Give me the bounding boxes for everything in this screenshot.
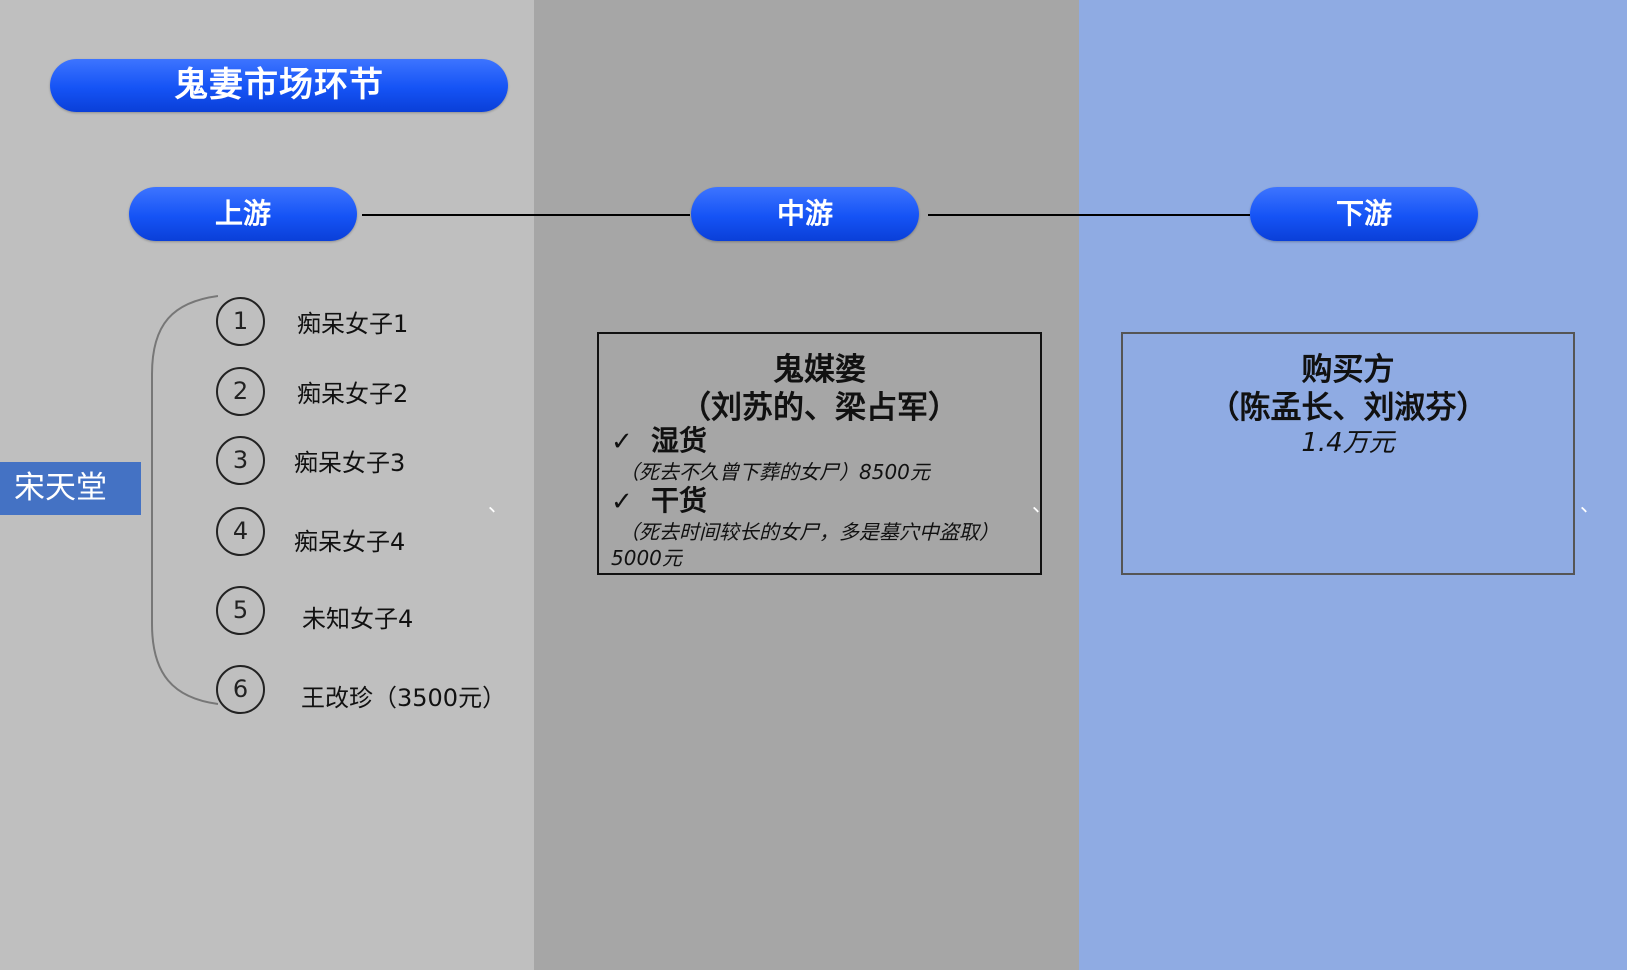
bracket-connector (151, 295, 218, 705)
dry-goods-item: ✓ 干货 (611, 479, 707, 519)
tick-mark-upstream: 、 (488, 492, 508, 516)
wet-goods-item: ✓ 湿货 (611, 419, 707, 459)
tick-mark-midstream: 、 (1032, 492, 1052, 516)
midstream-column (534, 0, 1079, 970)
wet-goods-note: （死去不久曾下葬的女尸）8500元 (619, 460, 930, 484)
downstream-box: 购买方 （陈孟长、刘淑芬） 1.4万元 (1121, 332, 1575, 575)
item-label-4: 痴呆女子4 (294, 528, 406, 556)
page-title: 鬼妻市场环节 (50, 59, 508, 112)
item-label-3: 痴呆女子3 (294, 449, 406, 477)
downstream-box-title: 购买方 (1301, 352, 1395, 388)
item-number-3: 3 (216, 436, 265, 485)
midstream-box-subtitle: （刘苏的、梁占军） (680, 390, 959, 426)
stage-downstream: 下游 (1250, 187, 1478, 241)
stage-midstream: 中游 (691, 187, 919, 241)
midstream-box-title: 鬼媒婆 (773, 352, 866, 388)
downstream-column (1079, 0, 1627, 970)
wet-goods-label: 湿货 (651, 424, 708, 457)
dry-goods-price: 5000元 (611, 546, 682, 570)
source-label: 宋天堂 (0, 462, 141, 515)
item-number-5: 5 (216, 586, 265, 635)
item-number-2: 2 (216, 367, 265, 416)
item-label-1: 痴呆女子1 (297, 310, 409, 338)
stage-upstream: 上游 (129, 187, 357, 241)
item-label-2: 痴呆女子2 (297, 380, 409, 408)
checkmark-icon: ✓ (611, 487, 633, 517)
dry-goods-note: （死去时间较长的女尸，多是墓穴中盗取） (619, 520, 999, 544)
downstream-price: 1.4万元 (1301, 428, 1395, 458)
item-label-6: 王改珍（3500元） (301, 684, 507, 712)
item-number-6: 6 (216, 665, 265, 714)
checkmark-icon: ✓ (611, 427, 633, 457)
dry-goods-label: 干货 (651, 484, 708, 517)
tick-mark-downstream: 、 (1580, 492, 1600, 516)
item-label-5: 未知女子4 (302, 605, 414, 633)
midstream-box: 鬼媒婆 （刘苏的、梁占军） ✓湿货 （死去不久曾下葬的女尸）8500元 ✓干货 … (597, 332, 1042, 575)
downstream-box-subtitle: （陈孟长、刘淑芬） (1208, 390, 1488, 426)
item-number-1: 1 (216, 297, 265, 346)
item-number-4: 4 (216, 507, 265, 556)
connector-line-mid-down (928, 214, 1250, 216)
connector-line-up-mid (362, 214, 690, 216)
